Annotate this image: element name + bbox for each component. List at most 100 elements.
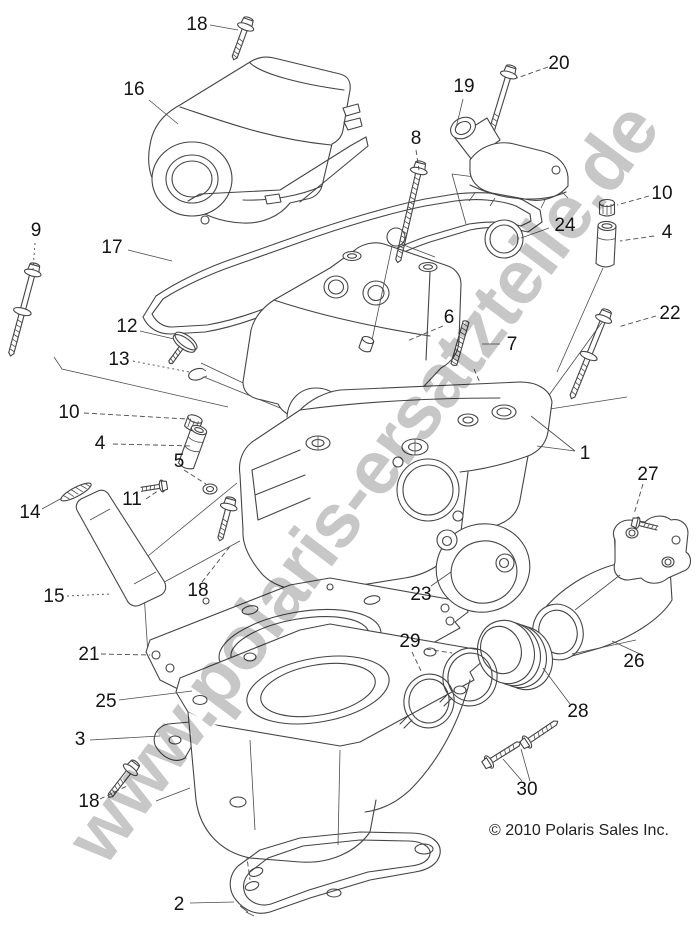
part-clamps (399, 647, 498, 729)
callout-16: 16 (123, 79, 144, 100)
callout-3: 3 (75, 729, 86, 750)
part-screw-30-a (517, 714, 563, 752)
leader-10-left (83, 412, 188, 420)
part-bolt-22 (562, 305, 617, 403)
leader-18-low (99, 785, 128, 800)
leader-19 (455, 98, 464, 129)
callout-2: 2 (174, 894, 185, 915)
leader-18-mid (201, 544, 232, 583)
part-seal-14 (60, 482, 92, 502)
leader-4-left (112, 443, 194, 447)
part-dowel-6 (358, 335, 375, 353)
callout-18-low: 18 (78, 791, 99, 812)
leader-30 (502, 748, 531, 782)
callout-labels: 18 16 20 19 8 10 24 4 9 17 12 6 22 7 13 … (19, 14, 680, 915)
leader-14 (41, 497, 63, 510)
leader-27 (633, 483, 644, 515)
callout-18-mid: 18 (187, 580, 208, 601)
callout-19: 19 (453, 76, 474, 97)
callout-6: 6 (444, 307, 455, 328)
mount-line-bolt22-tip (536, 396, 628, 412)
callout-5: 5 (174, 451, 185, 472)
callout-7: 7 (507, 334, 518, 355)
callout-30: 30 (516, 779, 537, 800)
callout-1: 1 (580, 443, 591, 464)
callout-13: 13 (108, 349, 129, 370)
part-stud-7 (450, 320, 470, 366)
callout-15: 15 (43, 586, 64, 607)
leader-3 (89, 735, 161, 741)
leader-26 (611, 640, 641, 655)
leader-10-right (616, 195, 650, 206)
leader-11 (145, 489, 160, 500)
part-exhaust-gasket (435, 523, 531, 613)
callout-22: 22 (659, 303, 680, 324)
mount-line-bolt18-low (155, 787, 191, 802)
callout-20: 20 (548, 53, 569, 74)
part-tube-4-left (177, 424, 208, 470)
part-bolt-18-mid (210, 494, 241, 544)
part-clip-13 (188, 367, 208, 381)
callout-9: 9 (31, 220, 42, 241)
leader-18-top (209, 24, 239, 31)
callout-24: 24 (554, 215, 576, 236)
callout-27: 27 (637, 464, 658, 485)
callout-29: 29 (399, 631, 420, 652)
part-screw-30-b (479, 735, 525, 772)
callout-23: 23 (410, 584, 431, 605)
mount-line-bolt9 (53, 356, 229, 408)
leader-12 (139, 330, 175, 340)
part-dowel-10-right (598, 198, 616, 217)
part-bolt-9 (1, 260, 45, 359)
part-base-gasket (229, 831, 441, 917)
leader-21 (100, 653, 151, 656)
callout-4-right: 4 (662, 222, 673, 243)
callout-8: 8 (411, 128, 422, 149)
part-thermostat-housing (450, 116, 569, 209)
callout-25: 25 (95, 691, 116, 712)
callout-18-top: 18 (186, 14, 207, 35)
mount-line-thermostat-b (451, 173, 467, 225)
part-screw-12 (168, 331, 198, 365)
leader-8 (415, 149, 420, 171)
balloon-circle (386, 227, 406, 247)
leader-17 (127, 249, 173, 262)
leader-16 (148, 99, 179, 125)
callout-14: 14 (19, 502, 41, 523)
leader-24 (520, 227, 550, 239)
part-valve-cover (148, 56, 369, 225)
callout-10-right: 10 (651, 183, 672, 204)
leader-6 (406, 325, 444, 342)
callout-11: 11 (122, 489, 142, 510)
part-tube-4-right (595, 220, 617, 268)
leader-20 (516, 66, 549, 79)
copyright-notice: © 2010 Polaris Sales Inc. (489, 822, 669, 839)
leader-15 (66, 593, 111, 597)
leader-1 (530, 415, 576, 452)
callout-28: 28 (567, 701, 588, 722)
part-washer-5 (202, 483, 218, 495)
part-coupler (477, 619, 553, 691)
mount-line-tube15 (147, 482, 238, 557)
leader-13 (132, 360, 190, 373)
part-bolt-18-top (225, 14, 258, 64)
part-screw-11 (139, 478, 169, 496)
leader-2 (189, 901, 235, 904)
leader-22 (617, 315, 657, 328)
leader-4-right (619, 235, 655, 242)
part-exhaust-elbow (532, 515, 692, 661)
leader-lines (32, 24, 657, 904)
part-spark-plug-tube (75, 489, 167, 607)
leader-29 (411, 648, 453, 672)
leader-23 (430, 571, 452, 587)
callout-4-left: 4 (95, 433, 106, 454)
callout-10-left: 10 (58, 402, 79, 423)
part-bolt-18-low (101, 756, 144, 804)
part-cylinder-head (238, 381, 553, 592)
callout-12: 12 (116, 316, 137, 337)
callout-26: 26 (623, 651, 644, 672)
leader-5 (183, 469, 207, 485)
callout-17: 17 (101, 237, 122, 258)
